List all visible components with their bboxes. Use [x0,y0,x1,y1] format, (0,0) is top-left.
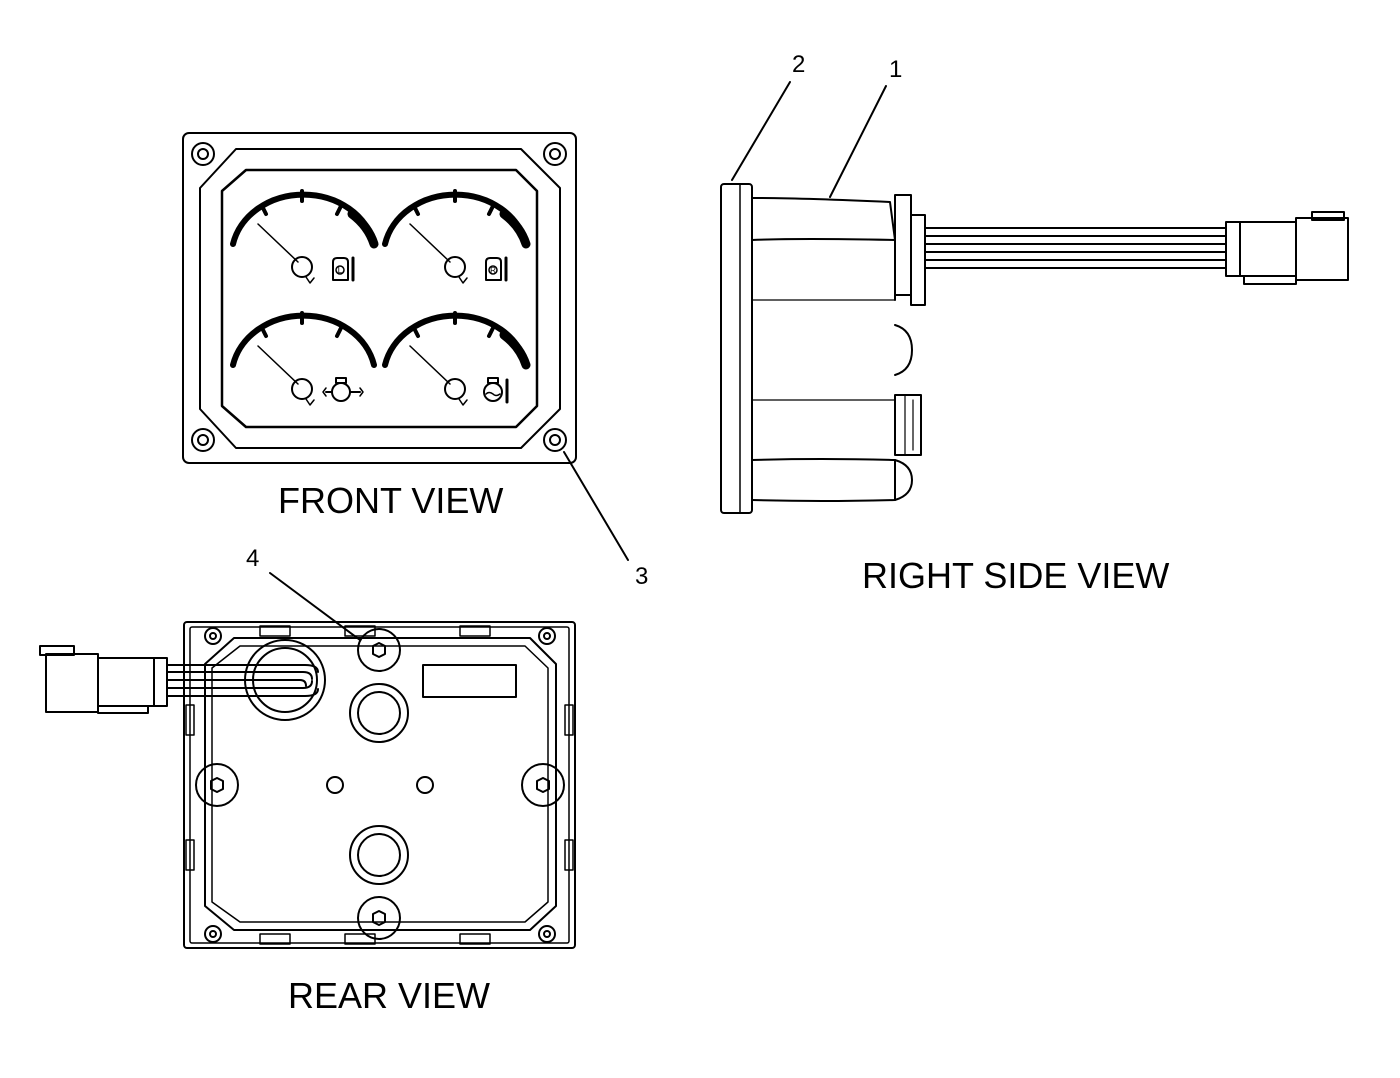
front-bezel-inner [199,148,561,449]
rear-hex-bolt [357,628,401,672]
rear-view [39,621,576,949]
right-side-view-label: RIGHT SIDE VIEW [862,555,1170,596]
side-bezel [720,183,753,514]
rear-screw [538,925,556,943]
rear-boss [349,825,409,885]
leader-line-2 [731,81,791,181]
gauge-symbol-left: L [338,266,343,275]
gauge-left-fuel [230,189,379,284]
front-screw [191,142,215,166]
front-screw [543,428,567,452]
rear-screw [538,627,556,645]
side-latch [894,394,922,456]
coolant-temp-icon [483,377,509,404]
side-wire-harness [924,227,1227,269]
rear-view-label: REAR VIEW [288,975,491,1016]
rear-hole [326,776,344,794]
side-boss [894,324,913,376]
front-screw [191,428,215,452]
gauge-right-fuel [382,189,531,284]
leader-line-4 [269,572,361,641]
side-housing [751,197,896,241]
rear-wire-harness [166,664,319,697]
rear-hex-bolt [357,896,401,940]
rear-label-plate [422,664,517,698]
leader-line-3 [563,451,629,561]
leader-line-1 [829,85,887,198]
rear-housing [183,621,576,949]
fuel-icon [332,256,355,282]
front-screw [543,142,567,166]
callout-3: 3 [635,563,649,590]
front-view: L R [182,132,577,464]
rear-hex-bolt [521,763,565,807]
front-view-label: FRONT VIEW [278,480,504,521]
rear-connector-plug [39,645,168,714]
gauge-coolant-temp [382,311,531,406]
rear-hole [416,776,434,794]
gauge-oil-pressure [230,311,377,406]
rear-boss [349,683,409,743]
gauge-symbol-right: R [490,266,496,275]
callout-2: 2 [792,51,806,78]
gauge-window [220,168,539,429]
engine-oil-icon [322,377,364,402]
rear-inner-frame [204,637,557,931]
front-bezel [182,132,577,464]
fuel-icon [485,256,508,282]
rear-hex-bolt [195,763,239,807]
callout-1: 1 [889,56,903,83]
callout-4: 4 [246,545,260,572]
rear-screw [204,627,222,645]
rear-screw [204,925,222,943]
side-connector-plug [1225,211,1349,285]
side-flange [894,194,912,296]
right-side-view [720,183,1349,514]
